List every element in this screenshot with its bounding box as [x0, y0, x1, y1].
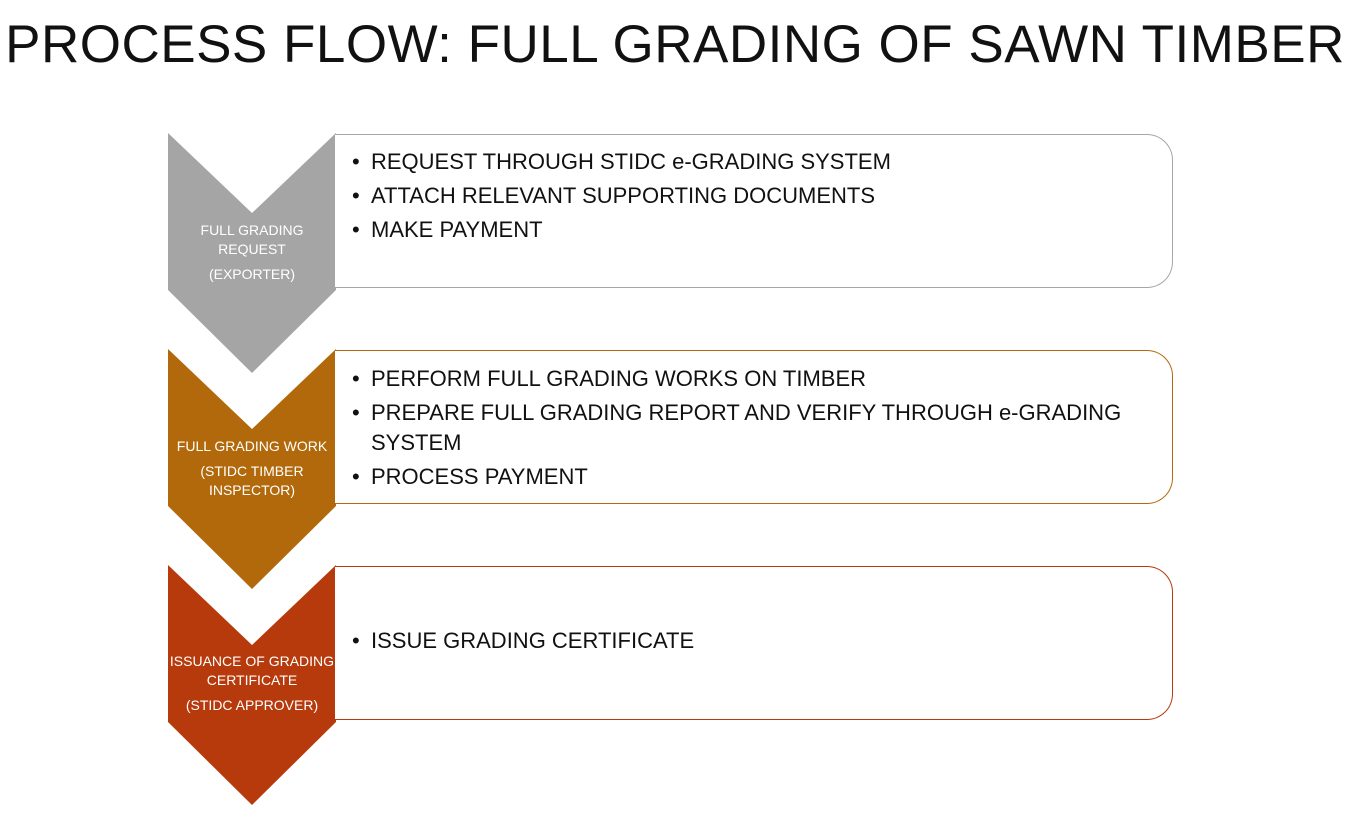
step-3-label: ISSUANCE OF GRADING CERTIFICATE (STIDC A… — [166, 652, 338, 715]
bullet: REQUEST THROUGH STIDC e-GRADING SYSTEM — [352, 147, 1142, 177]
chevron-step-3 — [168, 565, 336, 805]
chevron-step-2 — [168, 349, 336, 589]
chevron-step-1 — [168, 133, 336, 373]
step-3-details: ISSUE GRADING CERTIFICATE — [335, 566, 1173, 720]
step-1-details: REQUEST THROUGH STIDC e-GRADING SYSTEM A… — [335, 134, 1173, 288]
step-name: FULL GRADING WORK — [176, 438, 328, 454]
bullet: ISSUE GRADING CERTIFICATE — [352, 626, 1142, 656]
step-role: (EXPORTER) — [208, 266, 296, 282]
step-name: ISSUANCE OF GRADING CERTIFICATE — [169, 653, 335, 688]
bullet: PERFORM FULL GRADING WORKS ON TIMBER — [352, 364, 1142, 394]
bullet: PROCESS PAYMENT — [352, 462, 1142, 492]
step-2-label: FULL GRADING WORK (STIDC TIMBER INSPECTO… — [168, 437, 336, 500]
step-role: (STIDC APPROVER) — [185, 697, 319, 713]
bullet: MAKE PAYMENT — [352, 215, 1142, 245]
bullet: ATTACH RELEVANT SUPPORTING DOCUMENTS — [352, 181, 1142, 211]
bullet: PREPARE FULL GRADING REPORT AND VERIFY T… — [352, 398, 1142, 458]
step-1-label: FULL GRADING REQUEST (EXPORTER) — [168, 221, 336, 284]
step-role: (STIDC TIMBER INSPECTOR) — [200, 463, 304, 498]
step-2-details: PERFORM FULL GRADING WORKS ON TIMBER PRE… — [335, 350, 1173, 504]
step-name: FULL GRADING REQUEST — [200, 222, 304, 257]
page-title: PROCESS FLOW: FULL GRADING OF SAWN TIMBE… — [5, 15, 1345, 74]
